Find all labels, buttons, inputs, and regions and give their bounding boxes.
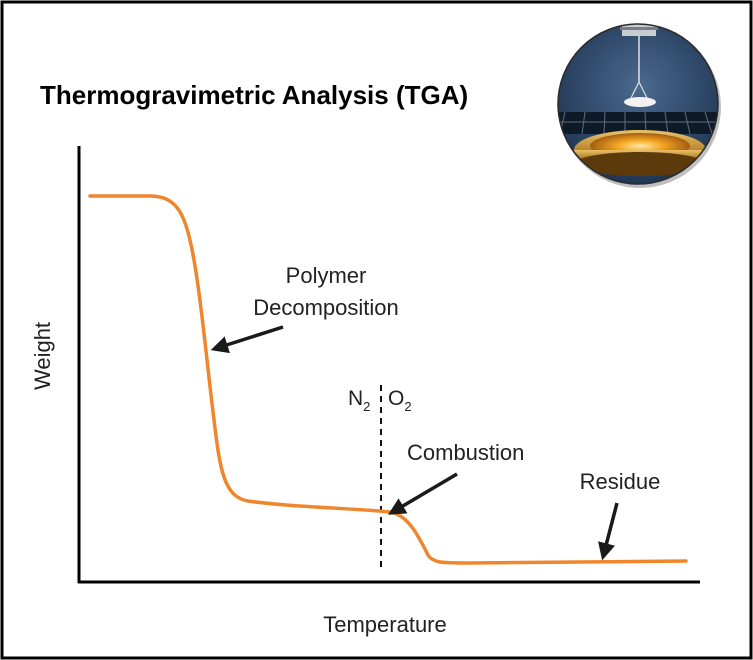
y-axis-label: Weight [30,322,55,390]
annotation-polymer-line1: Polymer [286,263,367,288]
arrow-combustion [387,472,458,515]
annotation-combustion: Combustion [407,440,524,465]
oxygen-label: O2 [388,387,412,414]
nitrogen-label: N2 [348,387,370,414]
annotation-polymer-line2: Decomposition [253,295,399,320]
tga-weight-curve [88,194,688,565]
tga-furnace-photo-icon [557,23,721,188]
diagram-title: Thermogravimetric Analysis (TGA) [40,80,468,110]
arrow-polymer [210,325,284,354]
arrow-residue [598,502,619,561]
x-axis-label: Temperature [323,612,447,637]
chart-axes [77,146,700,584]
annotation-residue: Residue [580,469,661,494]
